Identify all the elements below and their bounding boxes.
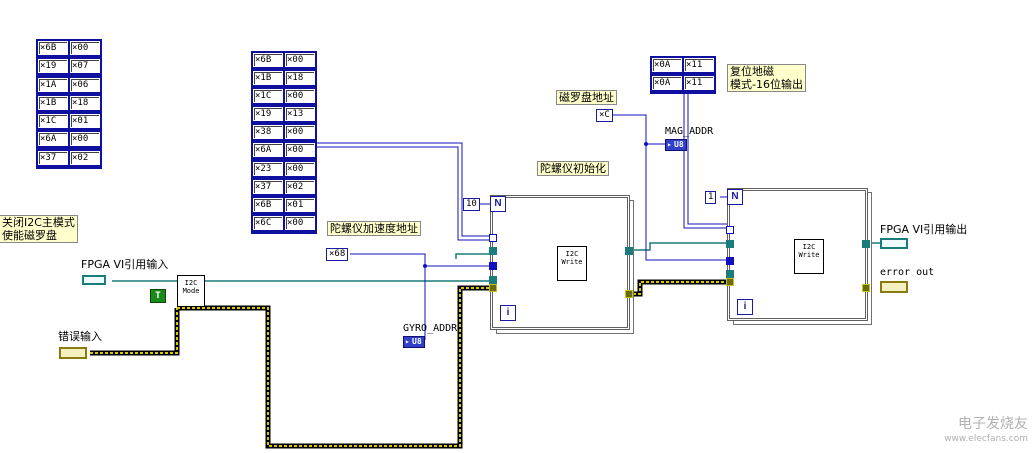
array-cell: ×07: [70, 59, 100, 74]
array-cell: ×02: [285, 179, 315, 194]
array-cell: ×0A: [652, 58, 682, 72]
array-cell: ×06: [70, 77, 100, 92]
label-mag-addr: 磁罗盘地址: [556, 90, 617, 105]
array-cell: ×18: [285, 71, 315, 86]
fpga-ref-out-terminal[interactable]: [880, 238, 908, 249]
label-mag-reset: 复位地磁 模式-16位输出: [727, 64, 806, 92]
error-out-label: error out: [880, 267, 935, 278]
loop1-iteration-terminal: i: [500, 305, 516, 321]
i2c-write-subvi-1[interactable]: I2C Write: [557, 246, 587, 281]
loop2-count-terminal: N: [727, 189, 743, 205]
array-cell: ×01: [285, 197, 315, 212]
array-cell: ×13: [285, 107, 315, 122]
loop1-ref-tunnel: [489, 247, 497, 255]
array-cell: ×01: [70, 114, 100, 129]
array-cell: ×00: [70, 41, 100, 55]
array-cell: ×00: [285, 215, 315, 230]
label-gyro-init: 陀螺仪初始化: [537, 161, 609, 176]
array-cell: ×0A: [652, 76, 682, 90]
loop1-count-terminal: N: [490, 196, 506, 212]
array-cell: ×18: [70, 95, 100, 110]
fpga-ref-in-terminal[interactable]: [82, 275, 106, 285]
mag-addr-label: MAG_ADDR: [665, 126, 714, 137]
array-cell: ×6C: [253, 215, 283, 230]
loop2-ref-out-tunnel: [862, 240, 870, 248]
array-cell: ×02: [70, 150, 100, 165]
loop1-index-tunnel: [489, 234, 497, 242]
array-cell: ×6B: [253, 53, 283, 67]
mag-addr-u8-terminal[interactable]: U8: [665, 139, 687, 151]
array-cell: ×1C: [38, 114, 68, 129]
array-cell: ×00: [285, 143, 315, 158]
array-cell: ×38: [253, 125, 283, 140]
error-in-terminal[interactable]: [59, 347, 87, 359]
loop2-ref-tunnel: [726, 240, 734, 248]
error-out-terminal[interactable]: [880, 281, 908, 293]
loop1-addr-tunnel: [489, 262, 497, 270]
mag-addr-constant[interactable]: ×C: [596, 109, 613, 122]
loop1-count-constant[interactable]: 10: [463, 198, 480, 211]
array-cell: ×11: [684, 58, 714, 72]
register-array-left[interactable]: ×6B×00 ×19×07 ×1A×06 ×1B×18 ×1C×01 ×6A×0…: [36, 39, 102, 169]
array-cell: ×19: [253, 107, 283, 122]
loop2-addr-tunnel: [726, 257, 734, 265]
error-in-label: 错误输入: [58, 330, 102, 343]
array-cell: ×1B: [38, 95, 68, 110]
watermark: 电子发烧友 www.elecfans.com: [944, 417, 1028, 447]
gyro-addr-constant[interactable]: ×68: [326, 248, 349, 261]
true-constant[interactable]: T: [150, 289, 166, 303]
loop1-ref-tunnel-2: [489, 276, 497, 284]
array-cell: ×1C: [253, 89, 283, 104]
array-cell: ×6A: [253, 143, 283, 158]
array-cell: ×6A: [38, 132, 68, 147]
array-cell: ×00: [70, 132, 100, 147]
fpga-ref-out-label: FPGA VI引用输出: [880, 223, 968, 236]
loop2-count-constant[interactable]: 1: [705, 191, 717, 204]
loop1-ref-out-tunnel: [625, 247, 633, 255]
i2c-write-subvi-2[interactable]: I2C Write: [794, 239, 824, 274]
array-cell: ×1A: [38, 77, 68, 92]
watermark-url: www.elecfans.com: [944, 434, 1028, 444]
array-cell: ×19: [38, 59, 68, 74]
array-cell: ×1B: [253, 71, 283, 86]
array-cell: ×37: [38, 150, 68, 165]
loop2-ref-tunnel-2: [726, 270, 734, 278]
loop2-iteration-terminal: i: [737, 299, 753, 315]
register-array-mag[interactable]: ×0A×11 ×0A×11: [650, 56, 716, 94]
gyro-addr-label: GYRO_ADDR: [403, 323, 458, 334]
array-cell: ×11: [684, 76, 714, 90]
array-cell: ×00: [285, 53, 315, 67]
array-cell: ×00: [285, 161, 315, 176]
watermark-main: 电子发烧友: [958, 416, 1028, 432]
gyro-addr-u8-terminal[interactable]: U8: [403, 336, 425, 348]
array-cell: ×00: [285, 89, 315, 104]
loop1-error-out-tunnel: [625, 290, 633, 298]
register-array-gyro[interactable]: ×6B×00 ×1B×18 ×1C×00 ×19×13 ×38×00 ×6A×0…: [251, 51, 317, 234]
array-cell: ×6B: [253, 197, 283, 212]
label-gyro-accel-addr: 陀螺仪加速度地址: [327, 221, 421, 236]
array-cell: ×37: [253, 179, 283, 194]
i2c-mode-subvi[interactable]: I2C Mode: [177, 275, 205, 307]
array-cell: ×6B: [38, 41, 68, 55]
array-cell: ×23: [253, 161, 283, 176]
loop2-index-tunnel: [726, 226, 734, 234]
loop1-error-tunnel: [489, 284, 497, 292]
loop2-error-tunnel: [726, 278, 734, 286]
label-disable-i2c: 关闭I2C主模式 使能磁罗盘: [0, 215, 78, 243]
fpga-ref-in-label: FPGA VI引用输入: [81, 258, 169, 271]
loop2-error-out-tunnel: [862, 284, 870, 292]
array-cell: ×00: [285, 125, 315, 140]
